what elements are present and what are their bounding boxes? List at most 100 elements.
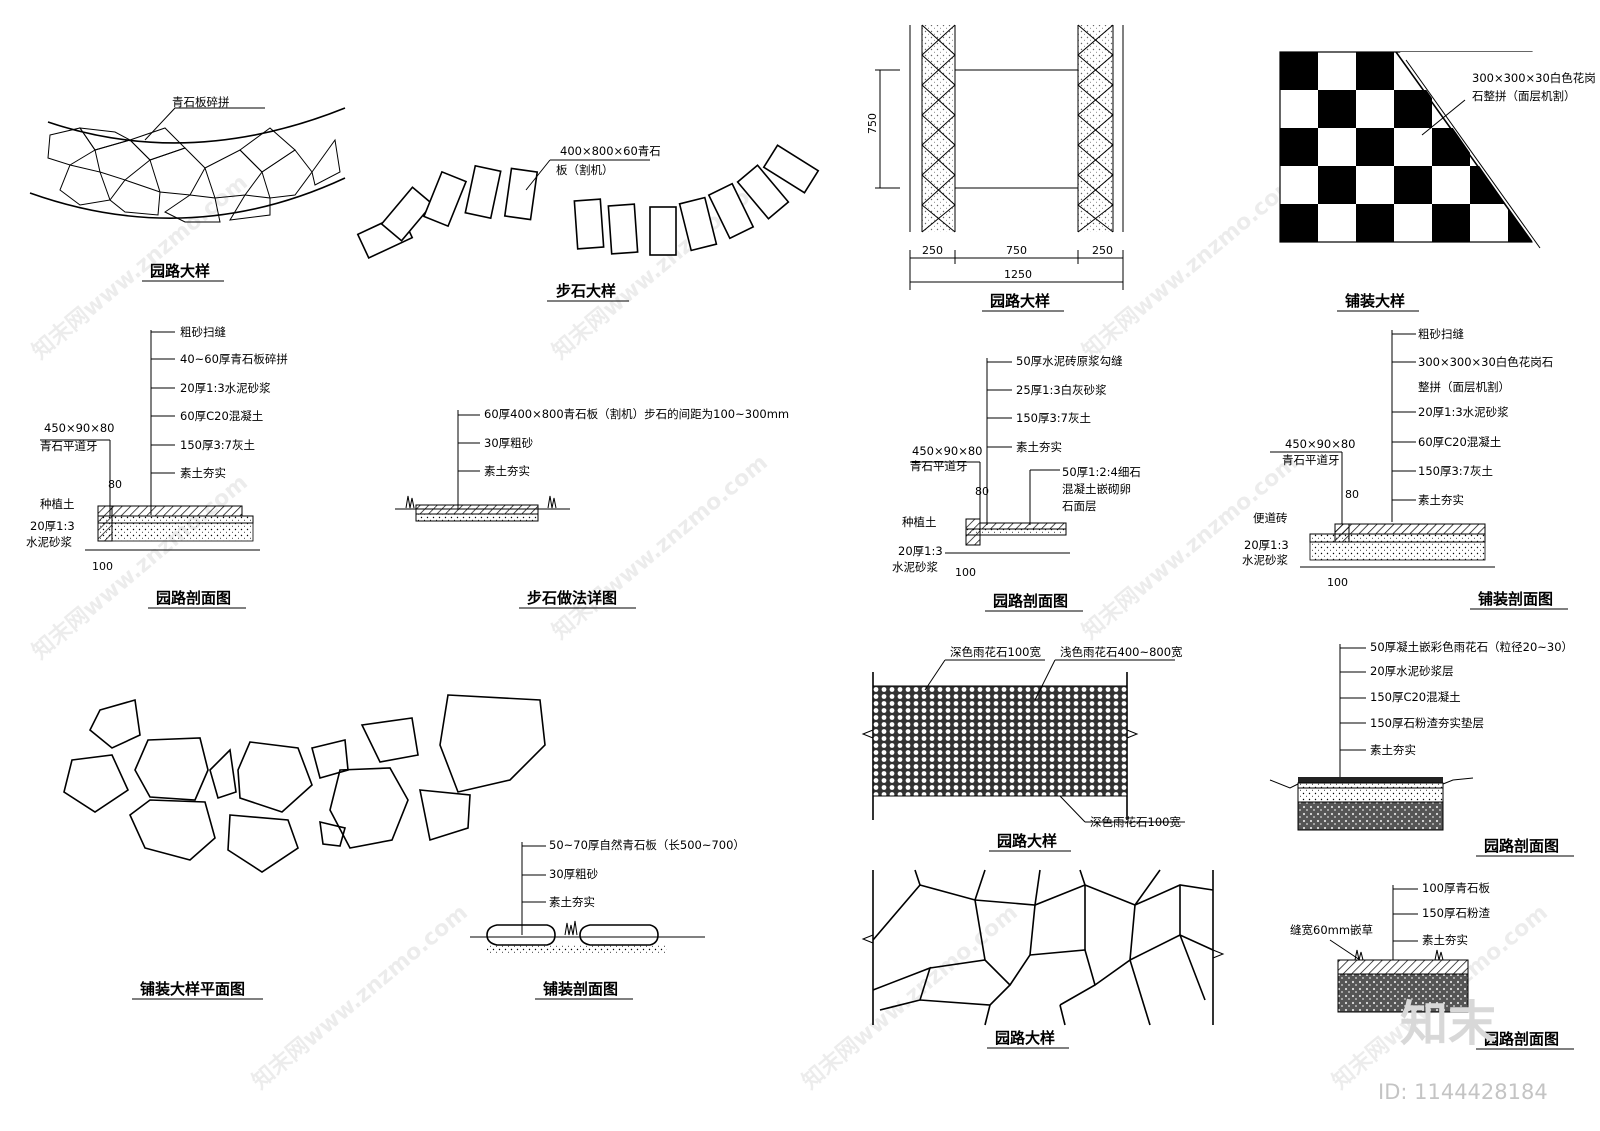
svg-text:青石平道牙: 青石平道牙 (40, 439, 98, 453)
checker-square (1394, 166, 1432, 204)
svg-text:粗砂扫缝: 粗砂扫缝 (180, 325, 226, 339)
checker-square (1394, 90, 1432, 128)
title-paving-detail: 铺装大样 (1345, 292, 1405, 310)
watermark-layer: 知末网www.znzmo.com 知末网www.znzmo.com 知末网www… (27, 169, 1553, 1094)
title-path-section-1: 园路剖面图 (156, 589, 231, 607)
svg-text:150厚3:7灰土: 150厚3:7灰土 (180, 438, 255, 452)
title-path-detail-2: 园路大样 (990, 292, 1050, 310)
svg-text:素土夯实: 素土夯实 (549, 895, 595, 909)
svg-text:50~70厚自然青石板（长500~700）: 50~70厚自然青石板（长500~700） (549, 838, 745, 852)
svg-text:750: 750 (1006, 244, 1027, 257)
title-path-detail-3: 园路大样 (997, 832, 1057, 850)
checker-square (1356, 128, 1394, 166)
svg-text:知末网www.znzmo.com: 知末网www.znzmo.com (797, 899, 1023, 1094)
svg-text:150厚石粉渣: 150厚石粉渣 (1422, 906, 1490, 920)
svg-text:20厚水泥砂浆层: 20厚水泥砂浆层 (1370, 664, 1454, 678)
svg-text:素土夯实: 素土夯实 (484, 464, 530, 478)
irregular-paving-plan: 铺装大样平面图 (63, 694, 546, 1000)
pebble-path-plan: 深色雨花石100宽 浅色雨花石400~800宽 深色雨花石100宽 园路大样 (861, 645, 1185, 852)
svg-text:80: 80 (1345, 488, 1359, 501)
svg-text:450×90×80: 450×90×80 (912, 444, 983, 458)
svg-text:混凝土嵌砌卵: 混凝土嵌砌卵 (1062, 482, 1131, 496)
section-4-paving: 粗砂扫缝 300×300×30白色花岗石 整拼（面层机割） 20厚1:3水泥砂浆… (1242, 327, 1568, 610)
brand-watermark: 知末 (1400, 996, 1496, 1052)
section-3-path: 50厚水泥砖原浆勾缝 25厚1:3白灰砂浆 150厚3:7灰土 素土夯实 50厚… (892, 354, 1141, 612)
title-paving-plan: 铺装大样平面图 (140, 980, 245, 998)
svg-text:40~60厚青石板碎拼: 40~60厚青石板碎拼 (180, 352, 288, 366)
stepping-stone-plan: 400×800×60青石 板（割机） 步石大样 (356, 144, 820, 302)
svg-text:素土夯实: 素土夯实 (180, 466, 226, 480)
svg-text:50厚1:2:4细石: 50厚1:2:4细石 (1062, 465, 1141, 479)
svg-text:100: 100 (955, 566, 976, 579)
checker-square (1432, 204, 1470, 242)
svg-text:30厚粗砂: 30厚粗砂 (549, 867, 599, 881)
svg-text:150厚石粉渣夯实垫层: 150厚石粉渣夯实垫层 (1370, 716, 1484, 730)
title-path-section-4: 园路剖面图 (1484, 1030, 1559, 1048)
svg-text:60厚C20混凝土: 60厚C20混凝土 (1418, 435, 1501, 449)
title-paving-section-1: 铺装剖面图 (1478, 590, 1553, 608)
checker-square (1280, 128, 1318, 166)
svg-text:60厚400×800青石板（割机）步石的间距为100~300: 60厚400×800青石板（割机）步石的间距为100~300mm (484, 407, 789, 421)
svg-text:水泥砂浆: 水泥砂浆 (26, 535, 72, 549)
crazy-paving-plan: 青石板碎拼 园路大样 (29, 95, 346, 282)
checker-square (1356, 204, 1394, 242)
checker-square (1318, 166, 1356, 204)
section-7-path: 100厚青石板 150厚石粉渣 素土夯实 缝宽60mm嵌草 园路剖面图 (1290, 881, 1574, 1050)
svg-text:1250: 1250 (1004, 268, 1032, 281)
svg-text:50厚凝土嵌彩色雨花石（粒径20~30）: 50厚凝土嵌彩色雨花石（粒径20~30） (1370, 640, 1573, 654)
svg-text:20厚1:3: 20厚1:3 (30, 519, 75, 533)
svg-text:80: 80 (108, 478, 122, 491)
title-path-detail-4: 园路大样 (995, 1029, 1055, 1047)
svg-text:青石平道牙: 青石平道牙 (1282, 453, 1340, 467)
svg-text:30厚粗砂: 30厚粗砂 (484, 436, 534, 450)
svg-text:25厚1:3白灰砂浆: 25厚1:3白灰砂浆 (1016, 383, 1107, 397)
section-6-path: 50厚凝土嵌彩色雨花石（粒径20~30） 20厚水泥砂浆层 150厚C20混凝土… (1269, 640, 1574, 857)
checker-square (1318, 90, 1356, 128)
svg-text:石整拼（面层机割）: 石整拼（面层机割） (1472, 89, 1576, 103)
svg-text:深色雨花石100宽: 深色雨花石100宽 (1090, 815, 1181, 829)
svg-text:20厚1:3: 20厚1:3 (898, 544, 943, 558)
svg-text:青石平道牙: 青石平道牙 (910, 459, 968, 473)
lattice-path-plan: 750 250 750 250 1250 园路大样 (866, 24, 1124, 312)
svg-text:种植土: 种植土 (40, 497, 75, 511)
title-paving-section-2: 铺装剖面图 (543, 980, 618, 998)
svg-text:750: 750 (866, 113, 879, 134)
random-tile-path-plan: 园路大样 (861, 869, 1225, 1049)
svg-text:20厚1:3水泥砂浆: 20厚1:3水泥砂浆 (180, 381, 271, 395)
checker-paving-plan: 300×300×30白色花岗 石整拼（面层机割） 铺装大样 (1279, 51, 1600, 312)
svg-text:水泥砂浆: 水泥砂浆 (1242, 553, 1288, 567)
svg-text:300×300×30白色花岗: 300×300×30白色花岗 (1472, 71, 1596, 85)
svg-text:250: 250 (922, 244, 943, 257)
checker-square (1280, 52, 1318, 90)
svg-text:20厚1:3: 20厚1:3 (1244, 538, 1289, 552)
svg-text:青石板碎拼: 青石板碎拼 (172, 95, 230, 109)
section-2-stepping: 60厚400×800青石板（割机）步石的间距为100~300mm 30厚粗砂 素… (395, 407, 789, 609)
title-path-section-3: 园路剖面图 (1484, 837, 1559, 855)
svg-text:素土夯实: 素土夯实 (1016, 440, 1062, 454)
svg-text:150厚C20混凝土: 150厚C20混凝土 (1370, 690, 1461, 704)
svg-text:100厚青石板: 100厚青石板 (1422, 881, 1490, 895)
svg-text:150厚3:7灰土: 150厚3:7灰土 (1016, 411, 1091, 425)
svg-text:300×300×30白色花岗石: 300×300×30白色花岗石 (1418, 355, 1553, 369)
svg-text:浅色雨花石400~800宽: 浅色雨花石400~800宽 (1060, 645, 1183, 659)
svg-text:150厚3:7灰土: 150厚3:7灰土 (1418, 464, 1493, 478)
section-5-paving: 50~70厚自然青石板（长500~700） 30厚粗砂 素土夯实 铺装剖面图 (470, 838, 745, 1000)
title-path-section-2: 园路剖面图 (993, 592, 1068, 610)
svg-text:深色雨花石100宽: 深色雨花石100宽 (950, 645, 1041, 659)
svg-text:石面层: 石面层 (1062, 499, 1097, 513)
svg-text:100: 100 (92, 560, 113, 573)
checker-square (1280, 204, 1318, 242)
svg-text:60厚C20混凝土: 60厚C20混凝土 (180, 409, 263, 423)
svg-text:缝宽60mm嵌草: 缝宽60mm嵌草 (1290, 923, 1373, 937)
svg-text:素土夯实: 素土夯实 (1418, 493, 1464, 507)
svg-text:种植土: 种植土 (902, 515, 937, 529)
title-stepping-stone-method: 步石做法详图 (527, 589, 617, 607)
svg-text:450×90×80: 450×90×80 (44, 421, 115, 435)
title-stepping-stone-detail: 步石大样 (556, 282, 616, 300)
svg-text:粗砂扫缝: 粗砂扫缝 (1418, 327, 1464, 341)
checker-square (1356, 52, 1394, 90)
svg-text:素土夯实: 素土夯实 (1370, 743, 1416, 757)
svg-text:整拼（面层机割）: 整拼（面层机割） (1418, 380, 1510, 394)
section-1-path: 粗砂扫缝 40~60厚青石板碎拼 20厚1:3水泥砂浆 60厚C20混凝土 15… (26, 325, 288, 609)
